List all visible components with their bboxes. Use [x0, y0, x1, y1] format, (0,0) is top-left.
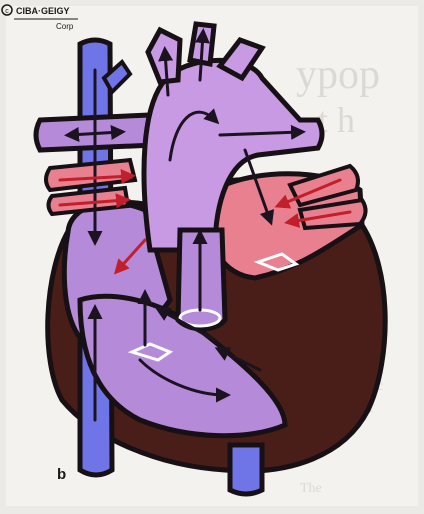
ciba-geigy-logo: c CIBA·GEIGY Corp — [0, 0, 86, 32]
svg-text:The: The — [300, 481, 322, 496]
panel-label: b — [57, 466, 66, 483]
svg-text:CIBA·GEIGY: CIBA·GEIGY — [16, 6, 70, 16]
inferior-vena-cava — [230, 445, 262, 494]
svg-text:ypop: ypop — [296, 52, 380, 98]
svg-text:c: c — [5, 8, 9, 15]
svg-text:Corp: Corp — [56, 22, 74, 31]
